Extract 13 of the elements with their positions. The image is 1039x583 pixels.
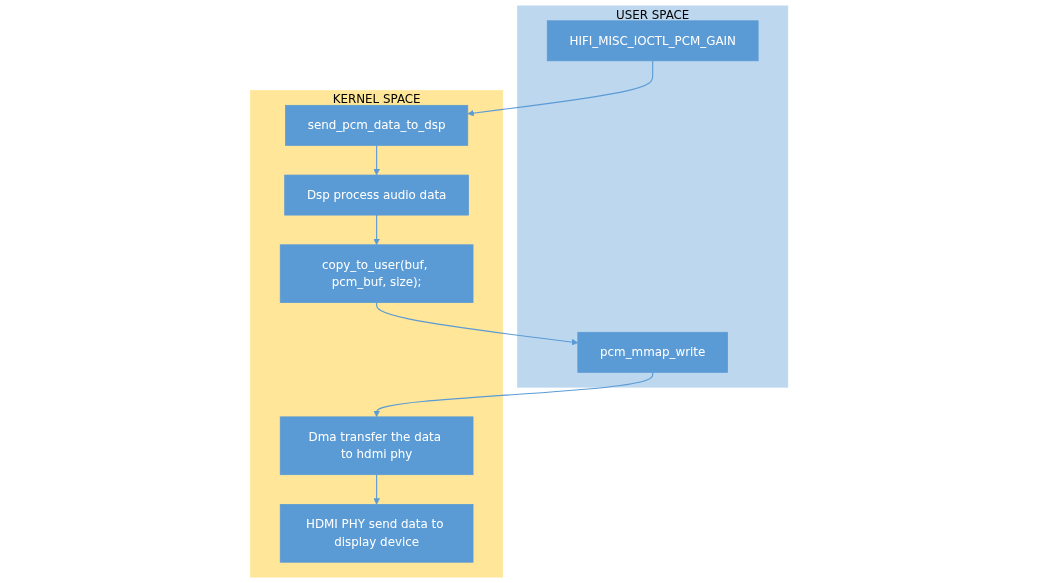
node-box: HDMI PHY send data to display device (280, 504, 474, 563)
arrow (467, 60, 654, 117)
arrow (373, 214, 381, 246)
arrow (373, 144, 381, 176)
node-box: Dma transfer the data to hdmi phy (280, 416, 474, 476)
node-box: send_pcm_data_to_dsp (285, 104, 469, 146)
arrow (376, 302, 579, 346)
node-box: Dsp process audio data (284, 174, 470, 216)
arrow (373, 371, 654, 418)
node-box: copy_to_user(buf, pcm_buf, size); (280, 244, 474, 303)
node-box: pcm_mmap_write (577, 331, 729, 373)
arrow (373, 474, 381, 505)
node-box: HIFI_MISC_IOCTL_PCM_GAIN (547, 20, 759, 62)
